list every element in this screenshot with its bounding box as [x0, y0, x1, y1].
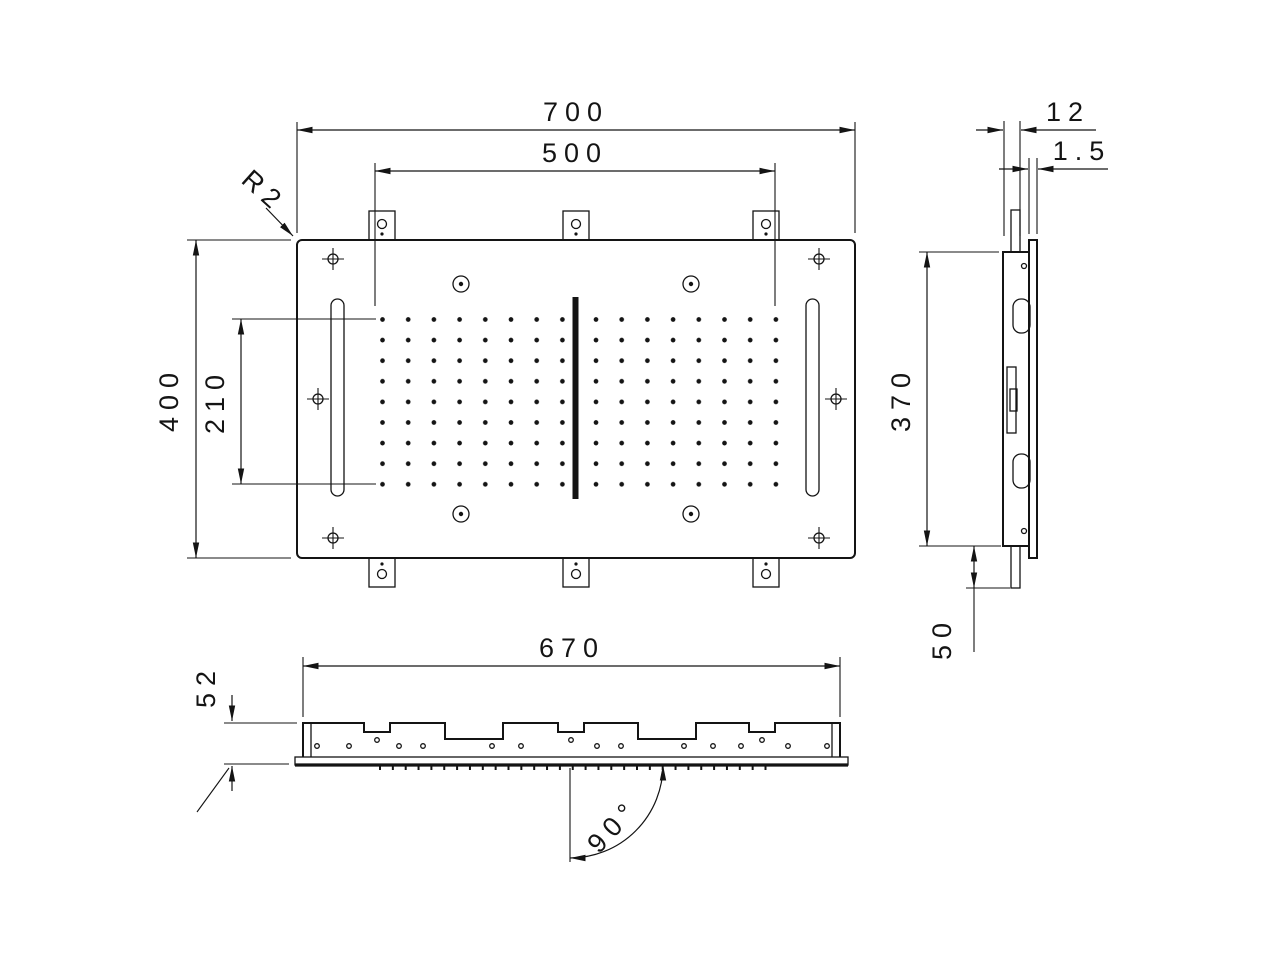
dim-90deg: 90° [569, 764, 667, 862]
mounting-tabs-top [368, 210, 780, 241]
plate-outline [296, 239, 856, 559]
mounting-tabs-bottom [368, 557, 780, 588]
dim-500-label: 500 [542, 138, 608, 168]
dim-210: 210 [200, 318, 376, 485]
dim-400: 400 [154, 239, 291, 559]
dim-12-label: 12 [1046, 97, 1090, 127]
dim-52-label: 52 [191, 664, 221, 708]
dim-700: 700 [296, 97, 856, 233]
front-frame-profile [302, 722, 841, 757]
side-panel-plate [1028, 239, 1038, 559]
nozzle-field-right [590, 313, 780, 489]
dim-90deg-label: 90° [581, 793, 645, 859]
dim-500: 500 [374, 138, 776, 306]
nozzle-field-left [376, 313, 566, 489]
side-tab-top [1010, 209, 1021, 253]
front-frame-details [310, 723, 833, 757]
dim-1-5: 1.5 [999, 136, 1112, 234]
side-tab-bottom [1010, 545, 1021, 589]
dim-50: 50 [927, 545, 1010, 660]
side-view: 12 1.5 370 50 [886, 97, 1112, 660]
plan-view: 700 500 400 210 R2 [154, 97, 856, 588]
dim-370: 370 [886, 251, 999, 547]
fastener-circles [452, 275, 700, 523]
dim-670: 670 [302, 633, 841, 717]
dim-370-label: 370 [886, 366, 916, 432]
dim-12: 12 [976, 97, 1096, 236]
screw-crosshair-targets [307, 248, 847, 549]
dim-700-label: 700 [543, 97, 609, 127]
slot-right [805, 298, 820, 497]
dim-50-label: 50 [927, 616, 957, 660]
side-bracket-details [1006, 262, 1031, 535]
dim-210-label: 210 [200, 368, 230, 434]
dim-1-5-label: 1.5 [1053, 136, 1112, 166]
dim-400-label: 400 [154, 366, 184, 432]
dim-r2: R2 [236, 164, 294, 237]
slot-left [330, 298, 345, 497]
dim-670-label: 670 [539, 633, 605, 663]
dim-52: 52 [191, 664, 297, 813]
center-divider-bar [572, 297, 579, 499]
dim-r2-label: R2 [236, 164, 292, 219]
front-view: 670 52 90° [191, 633, 849, 862]
